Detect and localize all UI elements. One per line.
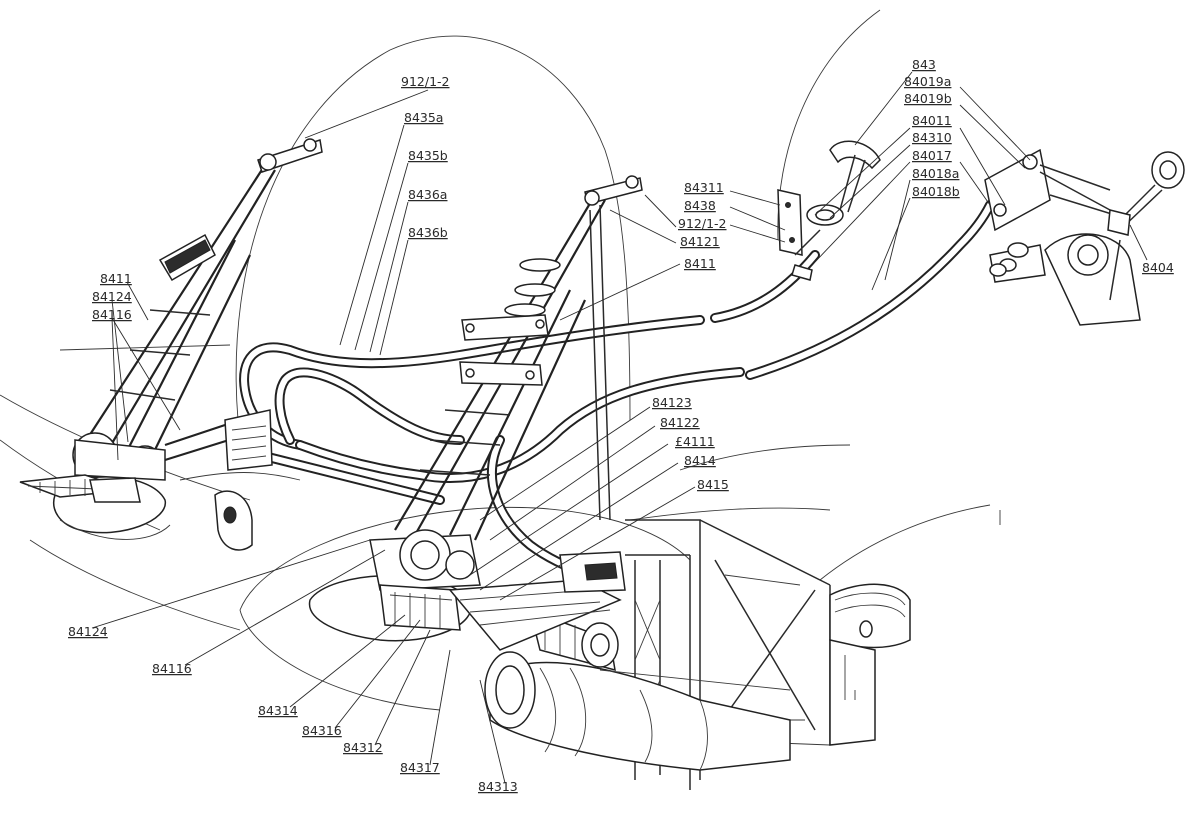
callout-8435a: 8435a <box>404 110 443 125</box>
callout-8414: 8414 <box>684 453 716 468</box>
leader-lines <box>91 71 1148 784</box>
left-control-column <box>19 138 323 551</box>
callout-84116-left: 84116 <box>92 307 132 322</box>
main-shaft <box>484 651 791 771</box>
callout-84316: 84316 <box>302 723 342 738</box>
callout-labels: 912/1-2 8435a 8435b 8436a 8436b 843 8401… <box>68 57 1174 794</box>
right-handle-assembly <box>777 140 1185 326</box>
callout-84313: 84313 <box>478 779 518 794</box>
callout-84018b: 84018b <box>912 184 960 199</box>
callout-84314: 84314 <box>258 703 298 718</box>
callout-84111: £4111 <box>675 434 715 449</box>
cable-rails <box>239 200 995 580</box>
callout-84019b: 84019b <box>904 91 952 106</box>
callout-8411-left: 8411 <box>100 271 132 286</box>
callout-84124-bottom: 84124 <box>68 624 108 639</box>
callout-84123: 84123 <box>652 395 692 410</box>
callout-84018a: 84018a <box>912 166 959 181</box>
right-housing <box>829 583 911 746</box>
callout-84312: 84312 <box>343 740 383 755</box>
callout-84311: 84311 <box>684 180 724 195</box>
callout-8436a: 8436a <box>408 187 447 202</box>
callout-8436b: 8436b <box>408 225 448 240</box>
callout-8438: 8438 <box>684 198 716 213</box>
central-control-column <box>369 175 643 651</box>
callout-8404: 8404 <box>1142 260 1174 275</box>
callout-84122: 84122 <box>660 415 700 430</box>
callout-84317: 84317 <box>400 760 440 775</box>
callout-8415: 8415 <box>697 477 729 492</box>
callout-84124-left: 84124 <box>92 289 132 304</box>
callout-912-1-2-top: 912/1-2 <box>401 74 450 89</box>
callout-84019a: 84019a <box>904 74 951 89</box>
callout-84017: 84017 <box>912 148 952 163</box>
callout-84011: 84011 <box>912 113 952 128</box>
callout-8435b: 8435b <box>408 148 448 163</box>
callout-84116-bottom: 84116 <box>152 661 192 676</box>
callout-84310: 84310 <box>912 130 952 145</box>
callout-843: 843 <box>912 57 936 72</box>
callout-912-1-2-mid: 912/1-2 <box>678 216 727 231</box>
callout-8411-right: 8411 <box>684 256 716 271</box>
callout-84121: 84121 <box>680 234 720 249</box>
